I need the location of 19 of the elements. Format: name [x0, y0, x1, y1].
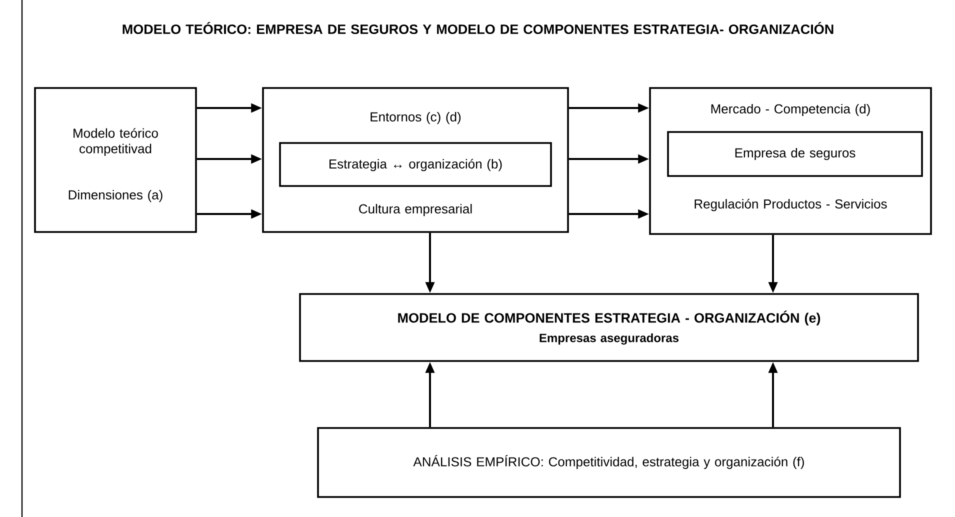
box-text: Empresas aseguradoras	[540, 333, 679, 345]
process-box	[317, 427, 901, 498]
box-text: Modelo teórico competitivad	[74, 128, 158, 156]
box-text: Dimensiones (a)	[68, 190, 162, 202]
box-text: Cultura empresarial	[359, 204, 472, 216]
box-text: Empresa de seguros	[735, 148, 856, 160]
box-text: Regulación Productos - Servicios	[694, 198, 887, 212]
inner-box	[279, 142, 552, 187]
process-box	[262, 87, 569, 233]
process-box	[34, 87, 197, 233]
inner-box	[667, 131, 923, 177]
box-text: ANÁLISIS EMPÍRICO: Competitividad, estrategia y organización (f)	[413, 455, 804, 469]
box-text: Mercado - Competencia (d)	[711, 104, 870, 116]
box-text: Estrategia ↔ organización (b)	[330, 158, 502, 172]
box-text: MODELO DE COMPONENTES ESTRATEGIA - ORGANIZACIÓN (e)	[398, 310, 820, 326]
box-text: Entornos (c) (d)	[370, 112, 461, 124]
process-box	[649, 87, 932, 235]
model-box	[299, 293, 919, 362]
title: MODELO TEÓRICO: EMPRESA DE SEGUROS Y MODELO DE COMPONENTES ESTRATEGIA- ORGANIZACIÓN	[122, 22, 834, 34]
